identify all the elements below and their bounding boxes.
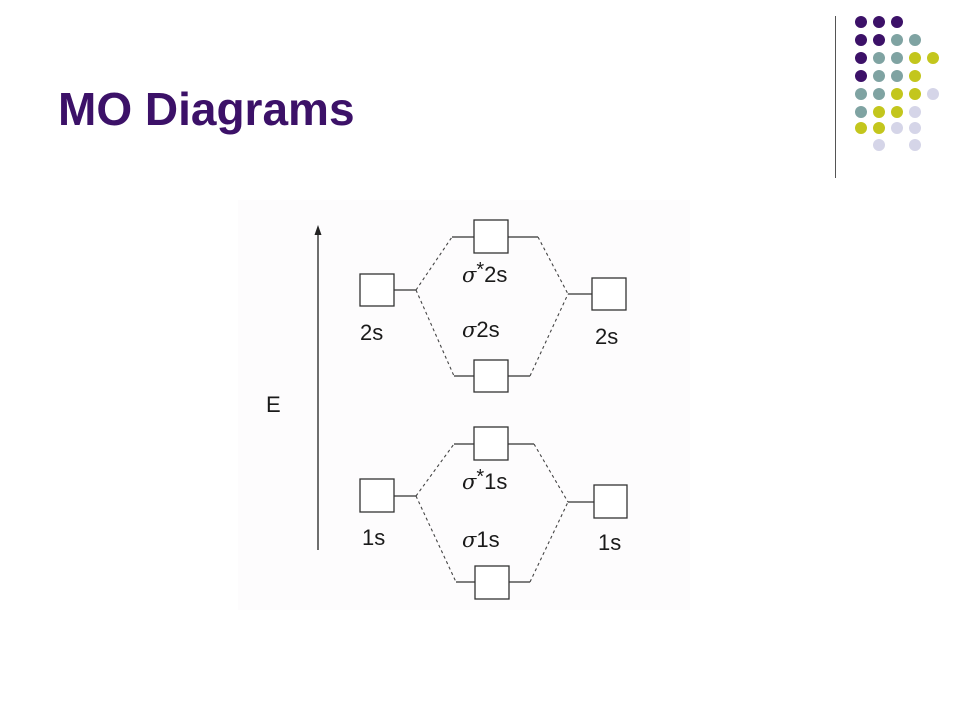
decor-dot: [855, 88, 867, 100]
decor-dot: [855, 122, 867, 134]
ao-box-left-1s: [359, 478, 395, 513]
ao-box-right-1s: [593, 484, 628, 519]
diagram-background: [238, 200, 690, 610]
label-sigma-1s: σ1s: [462, 527, 500, 552]
mo-box-sigma-1s: [474, 565, 510, 600]
decor-dot: [873, 122, 885, 134]
star-symbol: *: [476, 466, 484, 488]
orbital-name: 2s: [484, 262, 507, 287]
sigma-symbol: σ: [462, 263, 477, 287]
decor-dot: [873, 16, 885, 28]
sigma-symbol: σ: [462, 528, 477, 552]
star-symbol: *: [476, 259, 484, 281]
decor-dot: [855, 106, 867, 118]
decor-dot: [855, 34, 867, 46]
decor-dot: [927, 88, 939, 100]
label-sigma-2s: σ2s: [462, 317, 500, 342]
correlation-lines-2s: [415, 236, 569, 377]
correlation-lines-1s: [415, 443, 569, 583]
orbital-name: 1s: [484, 469, 507, 494]
mo-diagram: E 2s 2s σ*2s σ2s 1s 1s σ*1s σ1s: [238, 200, 690, 610]
decor-dot: [909, 106, 921, 118]
decor-dot: [909, 70, 921, 82]
decor-dot: [855, 70, 867, 82]
decor-dot: [891, 106, 903, 118]
mo-box-sigma-star-2s: [473, 219, 509, 254]
label-sigma-star-2s: σ*2s: [462, 259, 507, 287]
orbital-name: 2s: [476, 317, 499, 342]
decor-dot: [873, 106, 885, 118]
page-title: MO Diagrams: [58, 83, 355, 135]
decor-dot: [909, 52, 921, 64]
decor-dot: [873, 70, 885, 82]
decor-dot: [909, 122, 921, 134]
orbital-name: 1s: [476, 527, 499, 552]
decor-dot: [891, 70, 903, 82]
label-sigma-star-1s: σ*1s: [462, 466, 507, 494]
decor-dot: [909, 139, 921, 151]
label-left-1s: 1s: [362, 525, 385, 550]
ao-box-right-2s: [591, 277, 627, 311]
sigma-symbol: σ: [462, 318, 477, 342]
sigma-symbol: σ: [462, 470, 477, 494]
decor-dot: [873, 52, 885, 64]
ao-box-left-2s: [359, 273, 395, 307]
label-left-2s: 2s: [360, 320, 383, 345]
decor-dot: [891, 88, 903, 100]
mo-box-sigma-star-1s: [473, 426, 509, 461]
decor-dot: [855, 52, 867, 64]
energy-axis-label: E: [266, 392, 281, 417]
decor-dot: [873, 88, 885, 100]
decor-dot: [909, 34, 921, 46]
decor-dot: [891, 122, 903, 134]
decor-dot: [891, 34, 903, 46]
decor-dot: [855, 16, 867, 28]
decor-dot: [927, 52, 939, 64]
decor-dot: [909, 88, 921, 100]
energy-axis-arrowhead: [314, 225, 322, 235]
decorative-divider: [835, 16, 836, 178]
decor-dot: [891, 16, 903, 28]
decor-dot: [873, 34, 885, 46]
mo-box-sigma-2s: [473, 359, 509, 393]
label-right-1s: 1s: [598, 530, 621, 555]
decor-dot: [873, 139, 885, 151]
label-right-2s: 2s: [595, 324, 618, 349]
decor-dot: [891, 52, 903, 64]
